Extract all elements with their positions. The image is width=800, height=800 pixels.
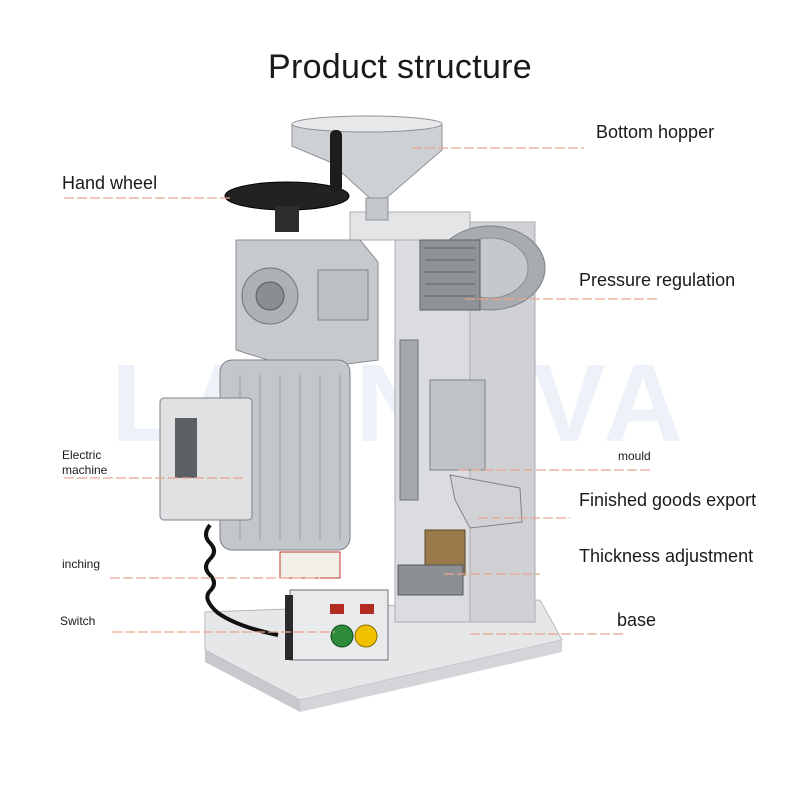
yellow-button xyxy=(354,624,378,648)
label-bottom-hopper: Bottom hopper xyxy=(596,122,715,142)
warning-label xyxy=(279,551,341,579)
label-mould: mould xyxy=(618,449,651,463)
label-finished-goods-export: Finished goods export xyxy=(579,490,757,510)
label-hand-wheel: Hand wheel xyxy=(62,173,158,193)
diagram-title: Product structure xyxy=(268,48,532,86)
label-base: base xyxy=(617,610,657,630)
base-plate-edge-front xyxy=(300,640,562,712)
hand-wheel-handle xyxy=(330,130,342,192)
hand-wheel-hub xyxy=(275,206,299,232)
switch-box-side xyxy=(285,595,293,660)
lever-arm xyxy=(399,339,419,501)
label-machine: machine xyxy=(62,463,108,477)
gearbox-output xyxy=(317,269,369,321)
leader-lines xyxy=(64,147,660,635)
green-button xyxy=(330,624,354,648)
label-pressure-regulation: Pressure regulation xyxy=(579,270,736,290)
hopper-rim xyxy=(291,115,443,133)
label-inching: inching xyxy=(62,557,101,571)
base-plate-edge xyxy=(205,650,300,712)
discharge-chute xyxy=(449,474,523,529)
motor-nameplate xyxy=(175,418,197,478)
hopper-neck xyxy=(365,197,389,221)
label-electric: Electric xyxy=(62,448,102,462)
coiled-cable xyxy=(204,523,279,637)
gear-stack xyxy=(419,239,481,311)
label-switch: Switch xyxy=(60,614,96,628)
label-thickness-adjustment: Thickness adjustment xyxy=(579,546,754,566)
terminal-box xyxy=(159,397,253,521)
mould-block xyxy=(429,379,486,471)
thickness-nut xyxy=(397,564,464,596)
